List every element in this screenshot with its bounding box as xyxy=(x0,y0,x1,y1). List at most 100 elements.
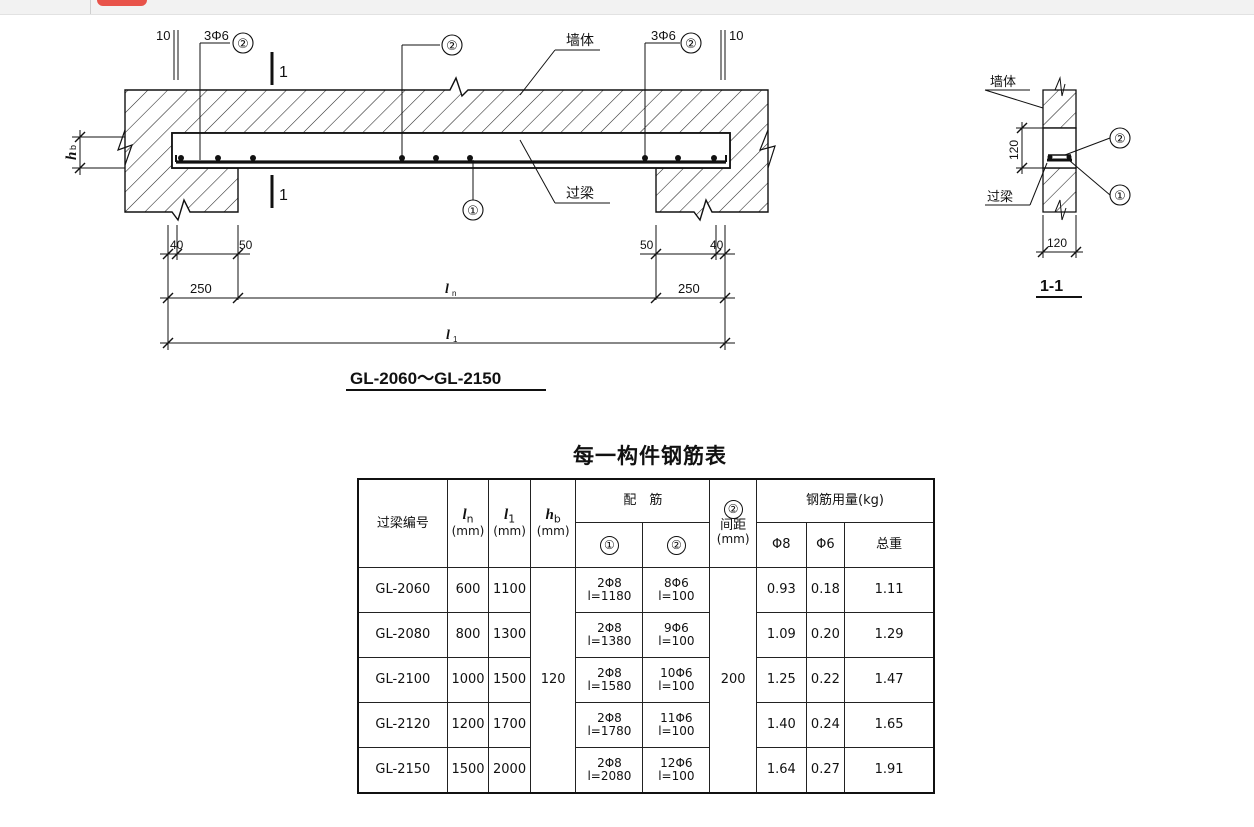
svg-text:墙体: 墙体 xyxy=(990,74,1016,89)
cell-l1: 1700 xyxy=(488,702,531,748)
svg-text:1-1: 1-1 xyxy=(1040,278,1063,295)
svg-text:120: 120 xyxy=(1047,236,1067,250)
cell-phi8: 0.93 xyxy=(755,567,807,613)
header-total: 总重 xyxy=(844,522,935,568)
header-phi6: Φ6 xyxy=(805,522,846,568)
svg-text:n: n xyxy=(452,289,456,298)
cell-ln: 600 xyxy=(446,567,490,613)
svg-text:1: 1 xyxy=(453,335,458,344)
cell-id: GL-2080 xyxy=(357,612,448,658)
header-rebar-2: ② xyxy=(642,522,711,568)
red-tab-button[interactable] xyxy=(97,0,147,6)
svg-text:40: 40 xyxy=(170,238,184,252)
svg-text:10: 10 xyxy=(156,28,170,43)
header-steel-usage: 钢筋用量(kg) xyxy=(755,478,935,523)
svg-text:50: 50 xyxy=(239,238,253,252)
svg-text:250: 250 xyxy=(678,281,700,296)
table-title: 每一构件钢筋表 xyxy=(573,445,727,468)
cell-l1: 1100 xyxy=(488,567,531,613)
table-header-row-2: ① ② Φ8 Φ6 总重 xyxy=(358,522,935,568)
cell-id: GL-2120 xyxy=(357,702,448,748)
svg-text:②: ② xyxy=(1114,131,1126,146)
header-rebar: 配 筋 xyxy=(575,478,711,523)
svg-text:②: ② xyxy=(685,36,697,51)
cell-phi6: 0.18 xyxy=(805,567,846,613)
viewer-top-bar xyxy=(0,0,1254,15)
cell-id: GL-2150 xyxy=(357,747,448,794)
cell-phi8: 1.25 xyxy=(755,657,807,703)
cell-total: 1.65 xyxy=(844,702,935,748)
cell-phi6: 0.20 xyxy=(805,612,846,658)
cell-total: 1.11 xyxy=(844,567,935,613)
svg-text:1: 1 xyxy=(279,64,288,81)
svg-text:过梁: 过梁 xyxy=(566,185,594,201)
svg-text:②: ② xyxy=(446,38,458,53)
svg-text:l: l xyxy=(445,282,449,297)
svg-text:120: 120 xyxy=(1007,140,1021,160)
svg-text:1: 1 xyxy=(279,187,288,204)
header-id: 过梁编号 xyxy=(357,478,448,568)
cell-total: 1.47 xyxy=(844,657,935,703)
section-1-1: 墙体 过梁 ② ① 120 120 1-1 xyxy=(984,74,1131,298)
svg-text:50: 50 xyxy=(640,238,654,252)
svg-text:b: b xyxy=(68,145,78,150)
svg-text:墙体: 墙体 xyxy=(566,32,594,48)
svg-text:②: ② xyxy=(237,36,249,51)
cell-phi6: 0.27 xyxy=(805,747,846,794)
elevation-dimensions: 40 50 50 40 250 250 l n l 1 xyxy=(160,225,735,350)
svg-text:10: 10 xyxy=(729,28,743,43)
header-l1: l1(mm) xyxy=(488,478,531,568)
cell-l1: 1500 xyxy=(488,657,531,703)
cell-l1: 1300 xyxy=(488,612,531,658)
cell-ln: 1500 xyxy=(446,747,490,794)
svg-text:l: l xyxy=(446,328,450,343)
toolbar-separator xyxy=(90,0,91,14)
header-phi8: Φ8 xyxy=(755,522,807,568)
cell-phi6: 0.22 xyxy=(805,657,846,703)
cell-ln: 800 xyxy=(446,612,490,658)
cell-phi8: 1.40 xyxy=(755,702,807,748)
cell-ln: 1000 xyxy=(446,657,490,703)
cell-total: 1.29 xyxy=(844,612,935,658)
svg-text:过梁: 过梁 xyxy=(987,189,1013,204)
cell-id: GL-2100 xyxy=(357,657,448,703)
header-rebar-1: ① xyxy=(575,522,644,568)
cell-ln: 1200 xyxy=(446,702,490,748)
cell-phi8: 1.09 xyxy=(755,612,807,658)
cell-phi8: 1.64 xyxy=(755,747,807,794)
cell-phi6: 0.24 xyxy=(805,702,846,748)
cell-spacing: 200 xyxy=(709,567,757,794)
header-hb: hb(mm) xyxy=(529,478,577,568)
svg-text:3Φ6: 3Φ6 xyxy=(204,28,229,43)
svg-text:250: 250 xyxy=(190,281,212,296)
svg-text:40: 40 xyxy=(710,238,724,252)
elevation-annotations: 3Φ6 ② 10 ② 3Φ6 ② 10 墙体 过梁 ① 1 1 xyxy=(64,28,743,221)
cell-l1: 2000 xyxy=(488,747,531,794)
elevation-caption: GL-2060～GL-2150 xyxy=(346,369,546,391)
svg-text:①: ① xyxy=(1114,188,1126,203)
cell-hb: 120 xyxy=(529,567,577,794)
svg-text:3Φ6: 3Φ6 xyxy=(651,28,676,43)
lintel-beam xyxy=(171,132,731,169)
cell-total: 1.91 xyxy=(844,747,935,794)
header-ln: ln(mm) xyxy=(446,478,490,568)
